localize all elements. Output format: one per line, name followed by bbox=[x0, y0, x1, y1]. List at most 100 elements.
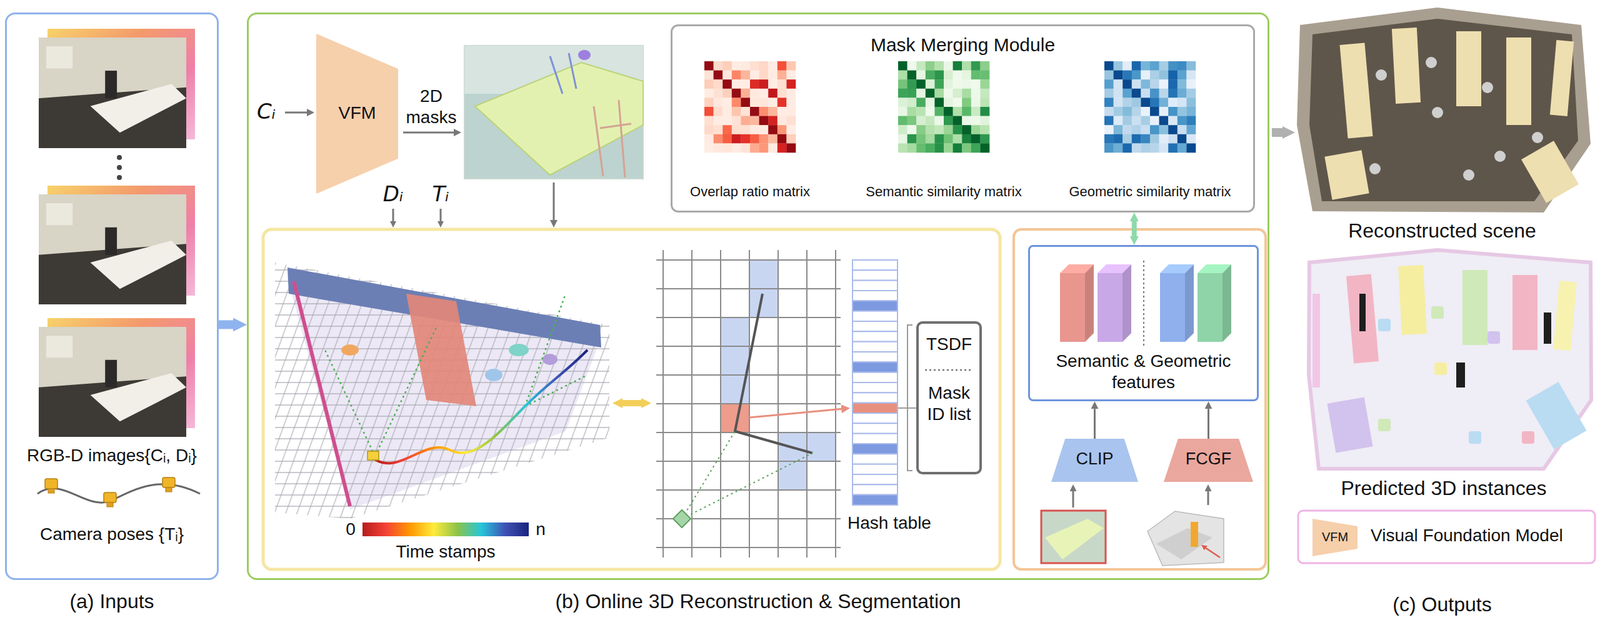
matrix-cell bbox=[916, 97, 926, 107]
matrix-cell bbox=[934, 106, 944, 117]
voxel-object bbox=[508, 343, 529, 357]
matrix-cell bbox=[1113, 106, 1124, 117]
matrix-cell bbox=[722, 106, 732, 117]
crop-image bbox=[1041, 510, 1106, 564]
wall-light bbox=[46, 335, 73, 358]
matrix-cell bbox=[916, 143, 926, 153]
crop-arrow bbox=[1072, 491, 1075, 508]
mask-object bbox=[578, 50, 591, 60]
matrix-cell bbox=[907, 106, 917, 117]
matrix-cell bbox=[1113, 116, 1124, 126]
matrix-cell bbox=[1168, 134, 1178, 144]
matrix-cell bbox=[1131, 61, 1142, 71]
scene-table bbox=[1521, 140, 1579, 203]
matrix-cell bbox=[1168, 97, 1178, 107]
matrix-cell bbox=[971, 97, 981, 107]
matrix-cell bbox=[907, 79, 917, 89]
matrix-cell bbox=[1177, 70, 1187, 80]
instance-blob bbox=[1456, 362, 1465, 388]
reconstruction-region bbox=[263, 229, 1000, 570]
matrix-cell bbox=[907, 125, 917, 135]
matrix-cell bbox=[704, 79, 714, 89]
matrix-cell bbox=[961, 125, 972, 135]
matrix-cell bbox=[934, 134, 944, 144]
matrix-cell bbox=[1177, 61, 1187, 71]
matrix-cell bbox=[1104, 106, 1114, 117]
grid-line bbox=[656, 288, 841, 290]
matrix-cell bbox=[713, 70, 724, 80]
matrix-cell bbox=[704, 125, 714, 135]
camera-trajectory bbox=[37, 484, 200, 503]
matrix-cell bbox=[943, 97, 954, 107]
instance-floor bbox=[1308, 250, 1592, 469]
time-trajectory bbox=[375, 350, 588, 464]
matrix-cell bbox=[980, 125, 990, 135]
matrix-cell bbox=[1150, 106, 1160, 117]
matrix-cell bbox=[971, 61, 981, 71]
matrix-cell bbox=[953, 79, 963, 89]
matrix-cell bbox=[898, 116, 908, 126]
matrix-cell bbox=[1122, 70, 1132, 80]
matrix-cell bbox=[934, 61, 944, 71]
hash-row bbox=[852, 361, 898, 372]
hash-row bbox=[852, 413, 898, 424]
camera-lens bbox=[106, 502, 114, 507]
matrix-cell bbox=[980, 97, 990, 107]
matrix-cell bbox=[980, 61, 990, 71]
hash-row bbox=[852, 290, 898, 301]
matrix-cell bbox=[713, 143, 724, 153]
matrix-cell bbox=[759, 106, 769, 117]
matrix-cell bbox=[750, 125, 760, 135]
mask-image bbox=[464, 45, 644, 179]
matrix-cell bbox=[953, 116, 963, 126]
hash-row bbox=[852, 464, 898, 475]
voxel-object bbox=[485, 368, 503, 382]
matrix-cell bbox=[1122, 61, 1132, 71]
matrix-cell bbox=[980, 134, 990, 144]
matrix-cell bbox=[768, 97, 778, 107]
matrix-cell bbox=[786, 70, 796, 80]
matrix-cell bbox=[731, 106, 742, 117]
camera-marker bbox=[367, 451, 379, 460]
matrix-cell bbox=[1113, 97, 1124, 107]
matrix-cell bbox=[1168, 143, 1178, 153]
legend-sample-text: VFM bbox=[1312, 529, 1358, 545]
feature-region bbox=[1013, 229, 1266, 570]
matrix-cell bbox=[971, 70, 981, 80]
hash-row bbox=[852, 321, 898, 332]
matrix-cell bbox=[777, 106, 787, 117]
matrix-cell bbox=[943, 116, 954, 126]
ellipsis-dot bbox=[116, 155, 122, 160]
hash-row bbox=[852, 372, 898, 383]
matrix-cell bbox=[943, 106, 954, 117]
matrix-cell bbox=[768, 88, 778, 99]
matrix-cell bbox=[1140, 70, 1150, 80]
matrix-cell bbox=[1186, 88, 1196, 99]
colorbar-tick: 0 bbox=[341, 518, 360, 540]
matrix-cell bbox=[1150, 125, 1160, 135]
hash-row bbox=[852, 474, 898, 485]
matrix-cell bbox=[777, 97, 787, 107]
matrix-cell bbox=[925, 79, 935, 89]
instance-blob bbox=[1327, 396, 1374, 453]
matrix-cell bbox=[1104, 61, 1114, 71]
matrix-cell bbox=[1122, 97, 1132, 107]
trapezoid bbox=[1051, 438, 1139, 482]
matrix-cell bbox=[731, 116, 742, 126]
arrow-label: 2D masks bbox=[400, 85, 463, 128]
matrix-cell bbox=[1186, 106, 1196, 117]
node-caption: Semantic similarity matrix bbox=[865, 183, 1022, 200]
scene-chair bbox=[1431, 106, 1444, 119]
matrix-cell bbox=[953, 61, 963, 71]
grid-line bbox=[656, 403, 841, 405]
trapezoid bbox=[316, 33, 399, 194]
model-trapezoid: VFM bbox=[316, 33, 399, 194]
point-cloud bbox=[1147, 511, 1224, 566]
mask-arrow bbox=[403, 131, 454, 134]
matrix-cell bbox=[759, 134, 769, 144]
matrix-cell bbox=[1168, 70, 1178, 80]
hash-table: Hash table bbox=[851, 260, 899, 505]
symbol-label: Dᵢ bbox=[376, 181, 410, 207]
instance-blob bbox=[1543, 312, 1552, 344]
matrix-cell bbox=[740, 97, 750, 107]
